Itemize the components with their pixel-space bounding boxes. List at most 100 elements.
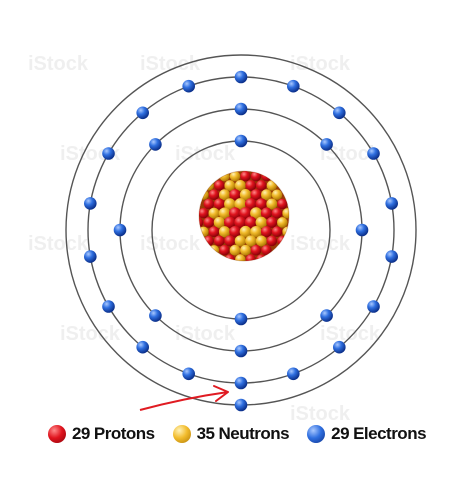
neutron-ball bbox=[218, 207, 231, 219]
electron-shell-2 bbox=[149, 138, 162, 151]
proton-ball bbox=[208, 189, 220, 200]
neutron-ball bbox=[224, 180, 236, 191]
proton-ball bbox=[261, 245, 272, 256]
legend-protons: 29 Protons bbox=[47, 424, 155, 444]
electron-shell-3 bbox=[367, 300, 380, 313]
proton-ball bbox=[266, 216, 278, 228]
electron-shell-3 bbox=[182, 79, 195, 93]
electron-layer bbox=[84, 70, 399, 412]
electron-shell-2 bbox=[234, 102, 248, 116]
electron-shell-2 bbox=[113, 223, 127, 237]
neutron-ball bbox=[255, 216, 268, 229]
proton-ball bbox=[244, 216, 257, 229]
proton-ball bbox=[219, 244, 230, 256]
legend-electrons: 29 Electrons bbox=[307, 424, 427, 444]
neutron-count: 35 bbox=[196, 424, 215, 443]
neutron-ball bbox=[266, 180, 277, 191]
electron-shell-2 bbox=[234, 344, 248, 358]
proton-ball bbox=[208, 226, 220, 238]
watermark-text: iStock bbox=[320, 143, 381, 165]
nucleus-outline bbox=[198, 170, 290, 262]
proton-ball bbox=[260, 207, 273, 219]
electron-shell-1 bbox=[234, 134, 248, 148]
neutron-ball bbox=[266, 198, 278, 210]
proton-ball-icon bbox=[47, 425, 66, 443]
electron-shell-2 bbox=[320, 309, 333, 322]
neutron-ball bbox=[219, 171, 230, 182]
neutron-ball bbox=[234, 235, 246, 247]
neutron-ball bbox=[282, 208, 289, 219]
watermark-text: iStock bbox=[28, 53, 89, 75]
proton-ball bbox=[214, 180, 225, 191]
proton-ball bbox=[229, 225, 241, 238]
proton-ball bbox=[224, 235, 236, 247]
watermark-text: iStock bbox=[290, 233, 351, 255]
neutron-ball bbox=[271, 189, 283, 200]
watermark-text: iStock bbox=[140, 233, 201, 255]
proton-ball bbox=[213, 235, 225, 247]
watermark-text: iStock bbox=[175, 323, 236, 345]
electron-shell-3 bbox=[84, 250, 97, 263]
neutron-ball bbox=[239, 189, 252, 201]
proton-ball bbox=[250, 244, 262, 256]
proton-ball bbox=[277, 198, 288, 210]
proton-ball bbox=[245, 254, 256, 261]
legend: 29 Protons 35 Neutrons 29 Electrons bbox=[0, 418, 474, 450]
electron-shell-3 bbox=[136, 106, 149, 120]
electron-shell-3 bbox=[333, 340, 346, 354]
electron-label: Electrons bbox=[353, 424, 427, 443]
neutron-ball bbox=[213, 216, 225, 228]
proton-ball bbox=[239, 207, 252, 220]
neutron-ball bbox=[218, 226, 231, 238]
neutron-ball bbox=[229, 171, 241, 182]
electron-shell-2 bbox=[320, 138, 333, 151]
electron-shell-4 bbox=[234, 398, 248, 412]
neutron-ball bbox=[229, 244, 241, 256]
watermark-text: iStock bbox=[175, 143, 236, 165]
proton-ball bbox=[271, 226, 283, 237]
neutron-ball bbox=[250, 207, 262, 220]
watermark-layer: iStock iStock iStock iStock iStock iStock iSto… bbox=[28, 53, 381, 425]
watermark-text: iStock bbox=[140, 53, 201, 75]
watermark-text: iStock bbox=[28, 233, 89, 255]
neutron-ball bbox=[203, 180, 214, 191]
neutron-ball bbox=[245, 235, 257, 247]
proton-ball bbox=[213, 198, 225, 210]
proton-ball bbox=[255, 180, 267, 191]
neutron-ball bbox=[250, 225, 262, 238]
electron-shell-3 bbox=[385, 250, 399, 263]
electron-shell-3 bbox=[182, 367, 195, 381]
electron-shell-3 bbox=[287, 367, 300, 381]
watermark-text: iStock bbox=[320, 323, 381, 345]
watermark-text: iStock bbox=[290, 53, 351, 75]
electron-shell-3 bbox=[333, 106, 346, 120]
electron-shell-2 bbox=[355, 223, 369, 237]
neutron-ball bbox=[239, 225, 252, 238]
neutron-ball bbox=[208, 207, 220, 219]
proton-ball bbox=[229, 207, 241, 220]
watermark-text: iStock bbox=[60, 323, 121, 345]
neutron-ball bbox=[234, 180, 246, 191]
neutron-ball bbox=[277, 217, 288, 228]
neutron-ball bbox=[261, 189, 272, 201]
electron-shell-3 bbox=[367, 147, 380, 160]
proton-label: Protons bbox=[93, 424, 155, 443]
neutron-ball bbox=[235, 254, 246, 261]
proton-ball bbox=[271, 207, 283, 219]
neutron-ball bbox=[240, 244, 251, 256]
proton-ball bbox=[240, 171, 251, 182]
proton-ball bbox=[199, 217, 204, 228]
proton-ball bbox=[250, 189, 262, 201]
electron-shell-3 bbox=[84, 197, 97, 210]
proton-ball bbox=[255, 198, 267, 210]
neutron-ball bbox=[234, 198, 247, 210]
electron-shell-1 bbox=[234, 312, 248, 326]
proton-ball bbox=[250, 171, 262, 182]
proton-ball bbox=[203, 217, 215, 228]
proton-ball bbox=[229, 189, 241, 201]
proton-count: 29 bbox=[71, 424, 90, 443]
proton-ball bbox=[244, 198, 257, 210]
proton-ball bbox=[245, 180, 257, 191]
proton-ball bbox=[234, 216, 247, 229]
